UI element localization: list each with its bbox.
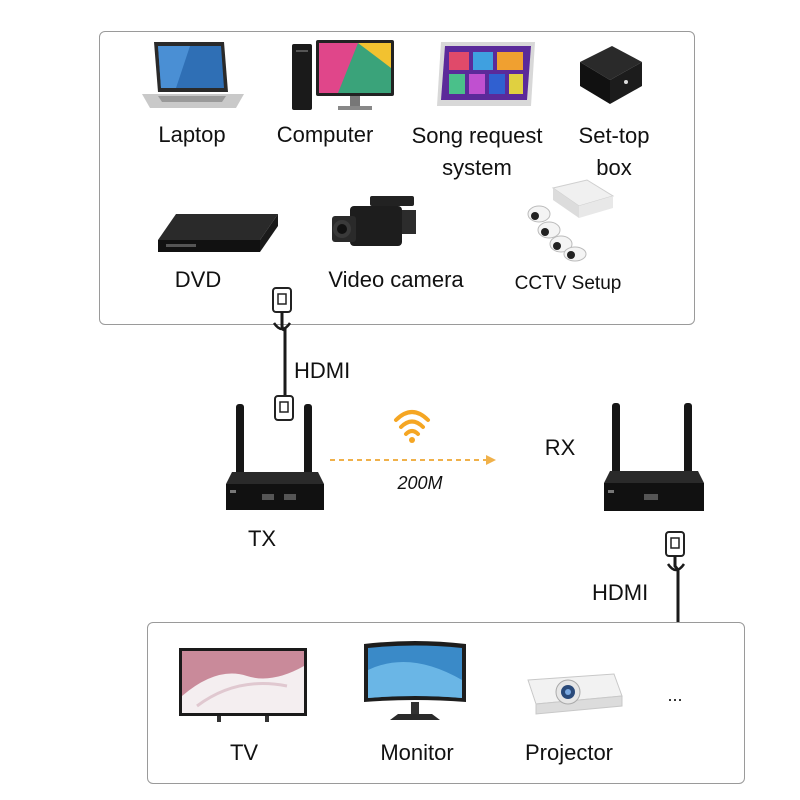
monitor-label: Monitor — [380, 740, 454, 765]
cctv-icon — [523, 178, 615, 262]
projector-icon — [518, 666, 626, 716]
settop-box-label-line1: Set-top — [578, 123, 650, 148]
dvd-label: DVD — [174, 267, 222, 292]
tx-label: TX — [247, 526, 277, 551]
song-request-label-line1: Song request — [411, 123, 543, 148]
monitor-icon — [360, 640, 470, 724]
song-request-label-line2: system — [442, 155, 512, 180]
tv-label: TV — [229, 740, 259, 765]
video-camera-label: Video camera — [328, 267, 464, 292]
computer-label: Computer — [276, 122, 374, 147]
wifi-icon — [394, 410, 430, 443]
dvd-player-icon — [156, 212, 282, 256]
settop-box-label-line2: box — [596, 155, 632, 180]
hdmi-plug-icon — [272, 287, 292, 313]
projector-label: Projector — [524, 740, 614, 765]
video-camera-icon — [330, 192, 420, 258]
tx-unit — [226, 404, 324, 510]
hdmi-cable-top — [280, 312, 287, 396]
laptop-label: Laptop — [158, 122, 226, 147]
hdmi-input-label: HDMI — [294, 358, 351, 383]
settop-box-label: Set-top box — [562, 120, 666, 184]
song-request-label: Song request system — [400, 120, 554, 184]
more-devices-ellipsis: ... — [667, 685, 683, 705]
tv-icon — [177, 646, 309, 724]
hdmi-plug-icon — [274, 395, 294, 421]
hdmi-cable-bottom — [673, 556, 680, 648]
hdmi-plug-icon — [665, 531, 685, 557]
wireless-distance-label: 200M — [397, 473, 443, 493]
computer-icon — [288, 38, 396, 112]
laptop-icon — [140, 40, 246, 110]
hdmi-output-label: HDMI — [592, 580, 649, 605]
rx-unit — [604, 403, 704, 511]
rx-label: RX — [544, 435, 576, 460]
settop-box-icon — [572, 42, 646, 108]
song-request-icon — [435, 40, 539, 110]
cctv-label: CCTV Setup — [514, 273, 622, 294]
